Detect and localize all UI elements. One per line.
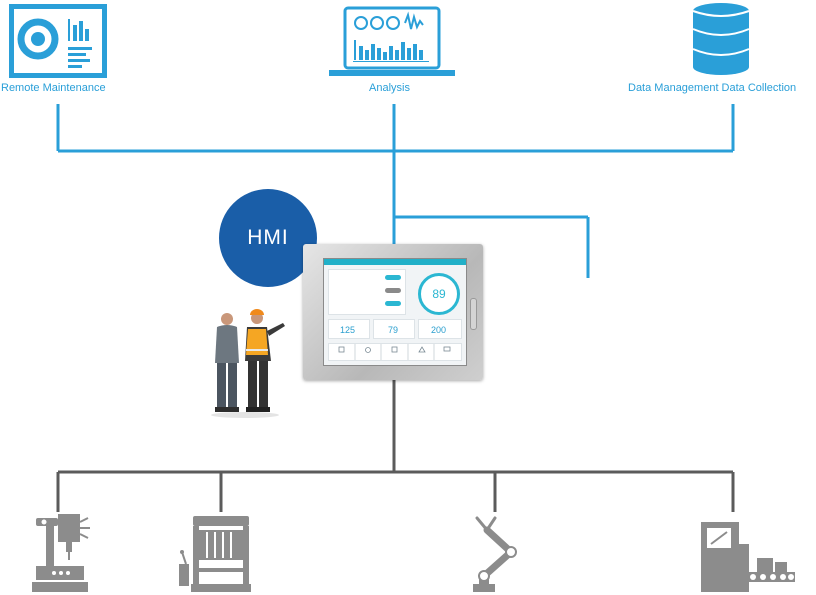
press-machine-icon [179,516,251,592]
packaging-machine-icon [701,522,795,592]
toggle-switch[interactable] [385,275,401,280]
panel-handle [470,298,477,330]
toggle-switch[interactable] [385,301,401,306]
hmi-gauge-value: 89 [432,287,446,301]
hmi-value-box: 79 [373,319,415,339]
database-icon [692,3,750,75]
hmi-value: 200 [431,325,447,335]
hmi-value: 125 [340,325,356,335]
monitor-dashboard-icon [9,4,107,78]
hmi-panel[interactable]: 89 125 79 200 [303,244,483,380]
hmi-value-box: 200 [418,319,462,339]
laptop-analysis-icon [329,6,455,76]
workers-illustration [211,309,285,418]
toggle-switch[interactable] [385,288,401,293]
remote-maintenance-label: Remote Maintenance [1,82,106,94]
hmi-buttons[interactable] [329,344,461,360]
data-management-collection-label: Data Management Data Collection [628,82,797,94]
hmi-screen-titlebar [324,259,466,265]
robot-arm-icon [473,516,517,592]
hmi-button-row [328,343,462,361]
hmi-value: 79 [388,325,399,335]
hmi-badge: HMI [219,189,317,287]
hmi-switch-group [328,269,406,315]
milling-machine-icon [32,514,90,592]
hmi-gauge: 89 [418,273,460,315]
hmi-screen[interactable]: 89 125 79 200 [323,258,467,366]
analysis-label: Analysis [369,82,410,94]
hmi-badge-label: HMI [247,226,289,249]
hmi-value-box: 125 [328,319,370,339]
